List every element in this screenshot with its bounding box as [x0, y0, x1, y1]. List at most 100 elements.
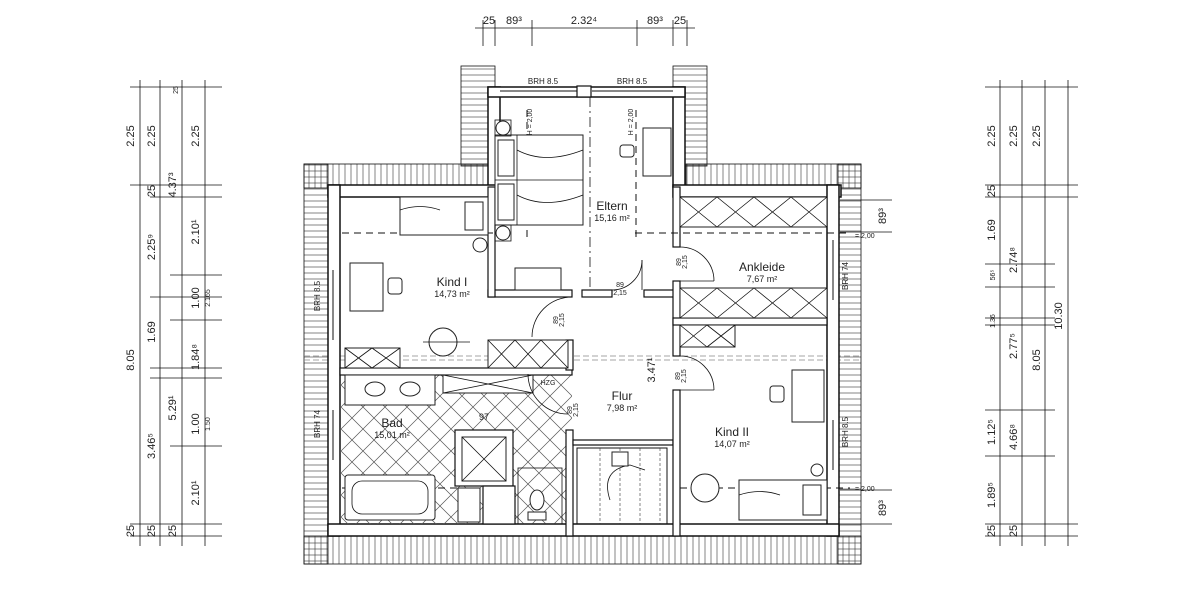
dim-left-label: 1.00 [190, 287, 202, 308]
windows [332, 85, 834, 470]
dim-left-label: 2.25 [125, 125, 137, 146]
sideboard-eltern [514, 267, 562, 291]
dim-left-label: 3.46⁵ [146, 433, 158, 459]
dim-right-label: 8.05 [1031, 349, 1043, 370]
dim-label: 89³ [877, 208, 889, 224]
h-label: H = 2,00 [527, 109, 534, 136]
dim-left-label: 25 [125, 525, 137, 537]
dim-right-label: 2.77⁵ [1008, 333, 1020, 359]
wardrobe-ankleide [679, 196, 828, 348]
dim-left-label: 2.10¹ [190, 480, 202, 505]
brh-label: BRH 8.5 [617, 77, 648, 86]
room-area-bad: 15,01 m² [374, 430, 410, 440]
dim-top-label: 89³ [506, 15, 522, 27]
dim-left-label: 5.29¹ [167, 395, 179, 420]
dim-left-label: 25 [173, 86, 180, 94]
dim-left-label: 1.00 [190, 413, 202, 434]
dim-label: 97 [479, 412, 489, 422]
dim-left-label: 2.10¹ [190, 219, 202, 244]
brh-label: BRH 8.5 [313, 280, 322, 311]
dim-left-label: 2.165 [205, 289, 212, 307]
dim-right-label: 25 [986, 525, 998, 537]
bathtub [344, 474, 436, 521]
door-dim: 89 [567, 406, 574, 414]
dim-left-label: 4.37³ [167, 172, 179, 197]
door-dim: 2,15 [559, 313, 566, 327]
furniture [344, 119, 828, 525]
dim-label: 89³ [877, 500, 889, 516]
room-labels: Eltern 15,16 m² Kind I 14,73 m² Ankleide… [374, 199, 785, 449]
brh-label: BRH 74 [313, 409, 322, 438]
dim-right-label: 2.25 [1031, 125, 1043, 146]
room-name-ankleide: Ankleide [739, 260, 785, 274]
dim-top-label: 25 [483, 15, 495, 27]
dim-right-label: 56⁵ [990, 270, 997, 281]
dimension-left: 2.25 8.05 25 2.25 25 2.25⁹ 1.69 3.46⁵ 25… [125, 80, 222, 546]
desk-kind-1 [349, 262, 384, 312]
room-name-kind-2: Kind II [715, 425, 749, 439]
room-area-eltern: 15,16 m² [594, 213, 630, 223]
dim-top-label: 2.32⁴ [571, 15, 597, 27]
room-area-flur: 7,98 m² [607, 403, 638, 413]
double-bed [494, 119, 584, 242]
room-area-kind-1: 14,73 m² [434, 289, 470, 299]
door-dim: 2,15 [681, 369, 688, 383]
room-name-flur: Flur [612, 389, 633, 403]
h-label: H = 2,00 [628, 109, 635, 136]
stairs [576, 447, 668, 525]
desk-kind-2 [791, 369, 825, 423]
dim-right-label: 2.25 [1008, 125, 1020, 146]
room-name-eltern: Eltern [596, 199, 627, 213]
dim-right-label: 10.30 [1053, 302, 1065, 330]
dim-right-label: 4.66⁸ [1008, 424, 1020, 450]
dim-left-label: 25 [146, 185, 158, 197]
wardrobe-kind-1 [344, 339, 569, 369]
dimension-right: 2.25 25 1.69 56⁵ 1.36 1.12⁵ 1.89⁵ 25 2.2… [985, 80, 1078, 546]
room-area-ankleide: 7,67 m² [747, 274, 778, 284]
desk-eltern [642, 127, 672, 177]
brh-label: BRH 8.5 [528, 77, 559, 86]
dim-left-label: 2.25⁹ [146, 234, 158, 260]
brh-label: BRH 8.5 [841, 416, 850, 447]
door-dim: 2,15 [573, 403, 580, 417]
dim-right-label: 1.89⁵ [986, 482, 998, 508]
doors [527, 246, 715, 415]
ceiling-height-label: = 2,00 [855, 486, 875, 493]
dim-right-label: 25 [1008, 525, 1020, 537]
toilet [529, 489, 545, 511]
bathroom-fixtures [344, 374, 563, 525]
dim-right-label: 1.36 [990, 314, 997, 328]
annotations: BRH 8.5 BRH 8.5 BRH 8.5 BRH 74 BRH 74 BR… [313, 77, 892, 525]
dim-left-label: 8.05 [125, 349, 137, 370]
dim-label: 3.47¹ [646, 357, 658, 382]
dim-left-label: 2.25 [146, 125, 158, 146]
dim-left-label: 25 [146, 525, 158, 537]
dim-left-label: 1.50 [205, 417, 212, 431]
dim-top-label: 25 [674, 15, 686, 27]
door-dim: 89 [676, 258, 683, 266]
door-dim: 89 [553, 316, 560, 324]
door-dim: 89 [616, 282, 624, 289]
hzg-label: HZG [541, 380, 556, 387]
ceiling-height-label: = 2,00 [855, 233, 875, 240]
door-dim: 89 [675, 372, 682, 380]
dim-right-label: 25 [986, 185, 998, 197]
dim-top-label: 89³ [647, 15, 663, 27]
room-name-kind-1: Kind I [437, 275, 468, 289]
brh-label: BRH 74 [841, 261, 850, 290]
dim-left-label: 25 [167, 525, 179, 537]
dim-right-label: 1.12⁵ [986, 419, 998, 445]
round-table-kind-2 [690, 473, 720, 503]
door-dim: 2,15 [682, 255, 689, 269]
dim-left-label: 2.25 [190, 125, 202, 146]
dim-left-label: 1.69 [146, 321, 158, 342]
door-dim: 2,15 [613, 290, 627, 297]
dim-right-label: 2.74⁸ [1008, 247, 1020, 273]
dim-right-label: 2.25 [986, 125, 998, 146]
dim-right-label: 1.69 [986, 219, 998, 240]
room-area-kind-2: 14,07 m² [714, 439, 750, 449]
dimension-top: 25 89³ 2.32⁴ 89³ 25 [475, 15, 695, 46]
room-name-bad: Bad [381, 416, 402, 430]
dim-left-label: 1.84⁸ [190, 344, 202, 370]
